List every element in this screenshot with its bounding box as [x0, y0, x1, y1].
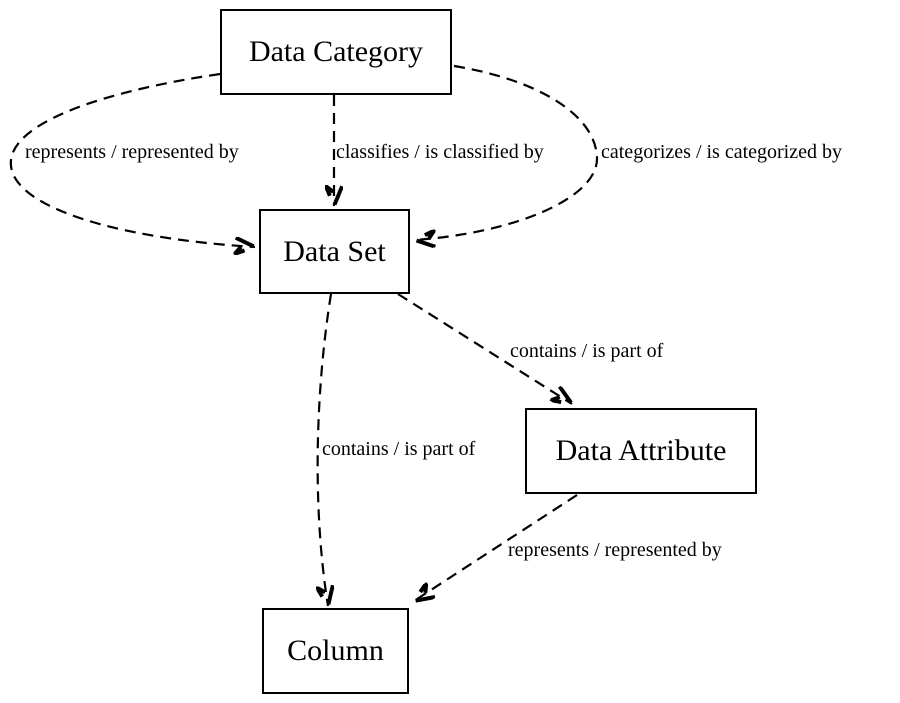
edge-label-represents-category-dataset: represents / represented by [25, 141, 239, 163]
node-data-category: Data Category [220, 9, 452, 95]
edge-label-contains-dataset-attribute: contains / is part of [510, 340, 664, 362]
node-data-set-label: Data Set [283, 234, 386, 268]
node-data-set: Data Set [259, 209, 410, 294]
edge-label-classifies-category-dataset: classifies / is classified by [336, 141, 544, 163]
node-column-label: Column [287, 634, 384, 667]
node-data-attribute-label: Data Attribute [555, 434, 727, 467]
edge-label-categorizes-category-dataset: categorizes / is categorized by [601, 141, 842, 163]
edge-label-contains-dataset-column: contains / is part of [322, 438, 476, 460]
node-data-attribute: Data Attribute [525, 408, 757, 494]
node-data-category-label: Data Category [248, 35, 424, 68]
edge-label-represents-attribute-column: represents / represented by [508, 539, 722, 561]
node-column: Column [262, 608, 409, 694]
